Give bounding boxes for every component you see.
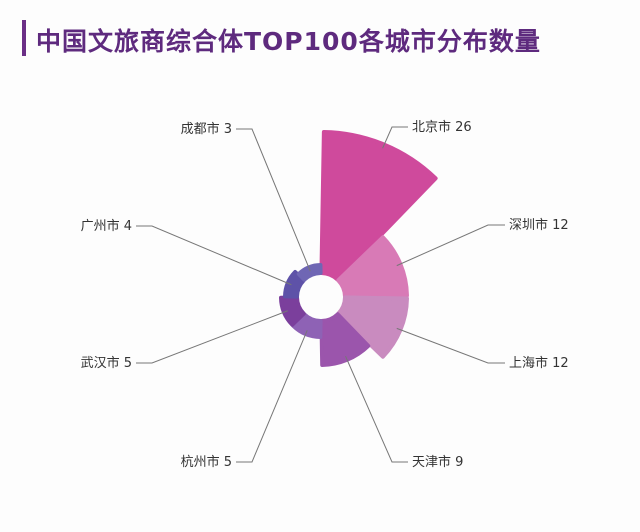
rose-segment-6[interactable] [283,269,306,299]
rose-segment-2[interactable] [336,295,409,359]
rose-segment-1[interactable] [336,235,409,299]
rose-segment-3[interactable] [319,312,371,367]
leader-line [136,310,288,364]
data-label: 武汉市 5 [81,355,132,371]
data-label: 深圳市 12 [509,217,569,233]
rose-segment-7[interactable] [296,263,323,282]
title-accent-bar [22,20,26,56]
leader-line [236,330,308,463]
leader-line [396,327,505,364]
chart-title: 中国文旅商综合体TOP100各城市分布数量 [36,27,541,56]
leader-line [236,128,311,272]
data-label: 成都市 3 [181,121,232,137]
data-label: 广州市 4 [81,218,132,234]
leader-line [396,224,505,267]
data-label: 北京市 26 [412,119,472,135]
data-label: 上海市 12 [509,355,569,371]
leader-line [382,126,408,149]
data-label: 杭州市 5 [181,454,232,470]
rose-segment-5[interactable] [279,295,306,327]
rose-segment-0[interactable] [319,130,438,282]
leader-line [136,225,292,286]
data-label: 天津市 9 [412,454,463,470]
leader-line [345,355,408,463]
